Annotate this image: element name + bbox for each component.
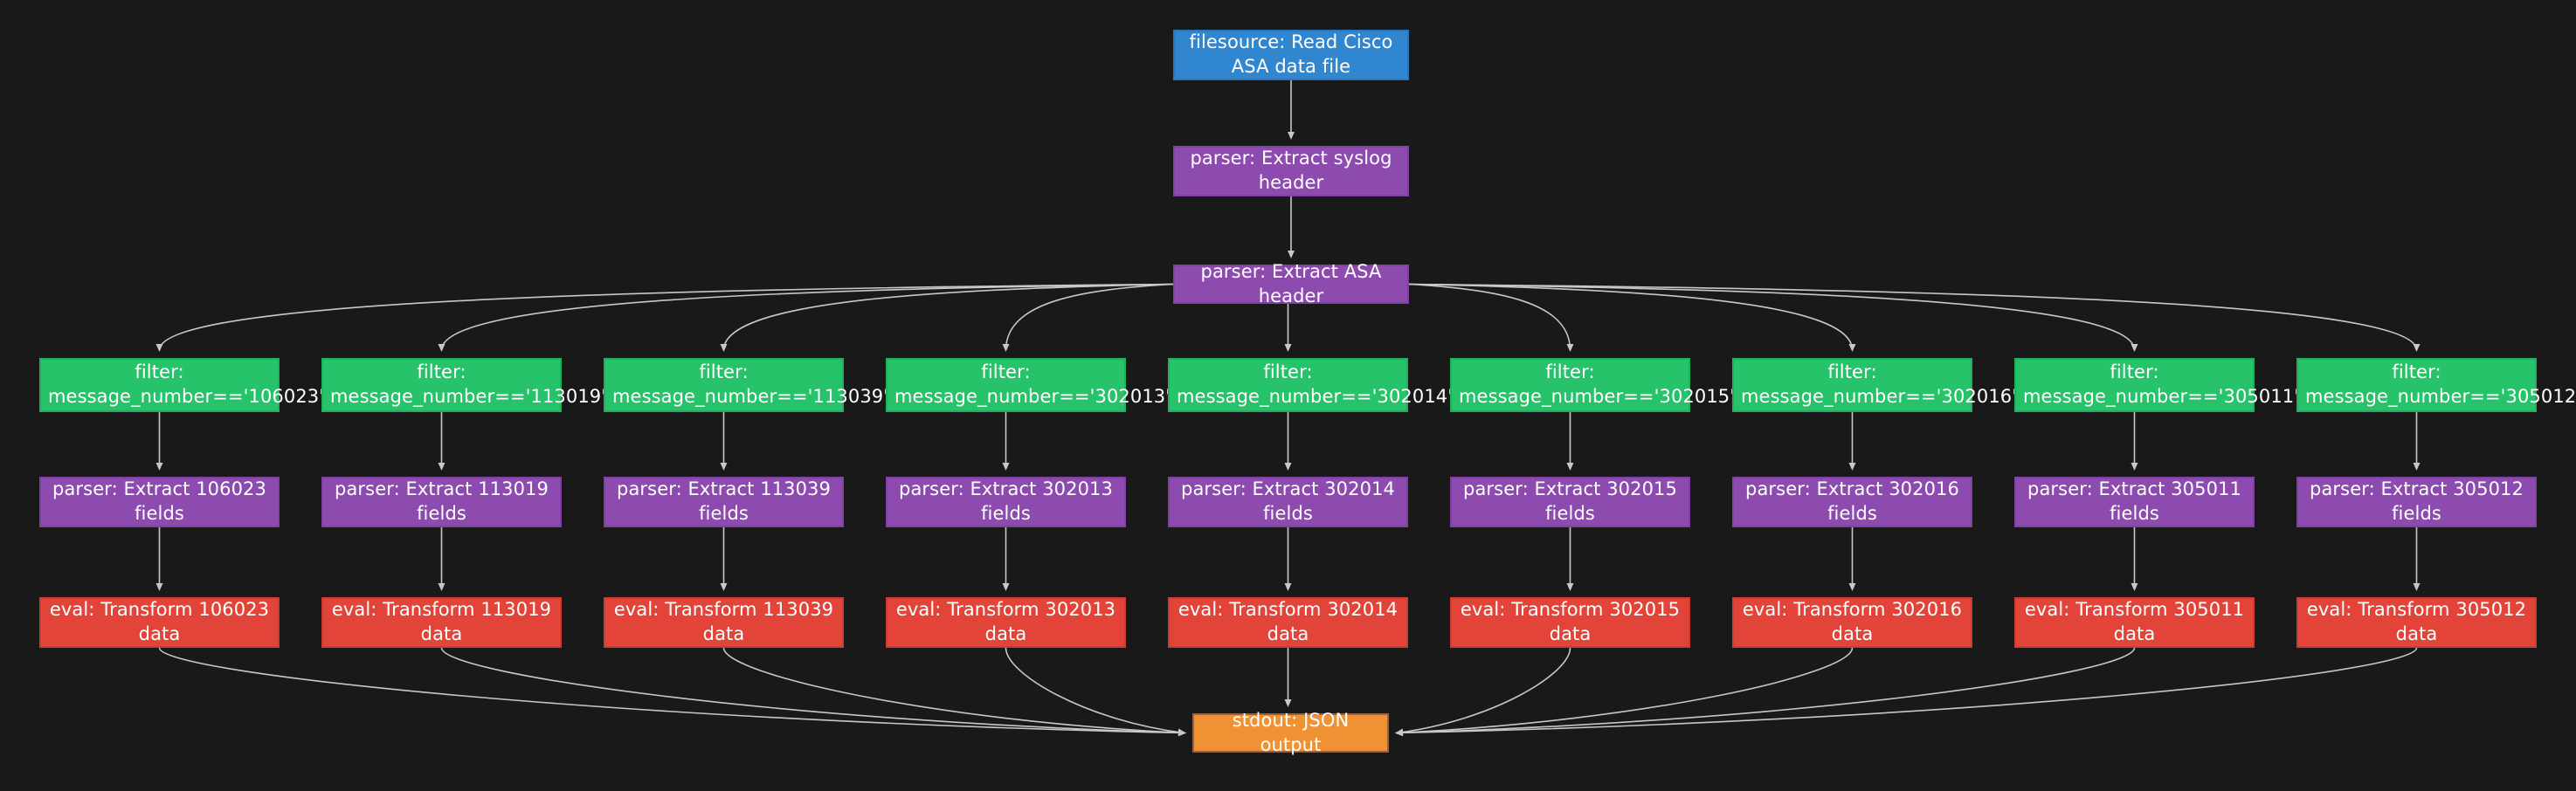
edge-asa-to-filter-302015 xyxy=(1408,283,1574,352)
node-eval-302016[interactable]: eval: Transform 302016 data xyxy=(1732,597,1972,648)
node-filter-113019[interactable]: filter: message_number=='113019' xyxy=(321,358,607,412)
node-parser-113019[interactable]: parser: Extract 113019 fields xyxy=(321,477,562,527)
node-label: eval: Transform 113039 data xyxy=(613,599,834,644)
node-parser-302016[interactable]: parser: Extract 302016 fields xyxy=(1732,477,1972,527)
node-filter-305012[interactable]: filter: message_number=='305012' xyxy=(2296,358,2576,412)
node-label: eval: Transform 302015 data xyxy=(1460,599,1681,644)
node-stdout-json-output[interactable]: stdout: JSON output xyxy=(1192,710,1389,755)
node-label: eval: Transform 305012 data xyxy=(2306,599,2527,644)
node-filter-302016[interactable]: filter: message_number=='302016' xyxy=(1732,358,2018,412)
node-eval-302014[interactable]: eval: Transform 302014 data xyxy=(1168,597,1408,648)
node-filter-302013[interactable]: filter: message_number=='302013' xyxy=(886,358,1171,412)
node-label: parser: Extract 302013 fields xyxy=(899,478,1113,524)
node-parser-305011[interactable]: parser: Extract 305011 fields xyxy=(2014,477,2255,527)
node-label: filter: message_number=='305012' xyxy=(2305,361,2576,407)
node-parser-302014[interactable]: parser: Extract 302014 fields xyxy=(1168,477,1408,527)
edge-eval-to-stdout-302016 xyxy=(1395,647,1854,737)
edge-asa-to-filter-302013 xyxy=(1002,283,1174,352)
node-label: stdout: JSON output xyxy=(1232,709,1350,755)
node-label: filter: message_number=='106023' xyxy=(48,361,325,407)
node-label: parser: Extract 113019 fields xyxy=(335,478,549,524)
node-parser-asa-header[interactable]: parser: Extract ASA header xyxy=(1173,261,1409,306)
node-parser-106023[interactable]: parser: Extract 106023 fields xyxy=(39,477,280,527)
node-label: parser: Extract ASA header xyxy=(1200,260,1382,306)
edge-eval-to-stdout-113019 xyxy=(440,647,1186,737)
node-eval-302015[interactable]: eval: Transform 302015 data xyxy=(1450,597,1690,648)
node-label: parser: Extract 302016 fields xyxy=(1745,478,1959,524)
edge-eval-to-stdout-113039 xyxy=(722,647,1186,737)
node-label: filter: message_number=='113019' xyxy=(330,361,607,407)
node-filter-113039[interactable]: filter: message_number=='113039' xyxy=(604,358,889,412)
node-eval-113039[interactable]: eval: Transform 113039 data xyxy=(604,597,844,648)
node-label: filter: message_number=='302015' xyxy=(1459,361,1736,407)
edge-asa-to-filter-302016 xyxy=(1408,283,1856,352)
node-label: parser: Extract 113039 fields xyxy=(617,478,831,524)
node-eval-106023[interactable]: eval: Transform 106023 data xyxy=(39,597,280,648)
edge-asa-to-filter-113039 xyxy=(720,283,1174,352)
node-filter-106023[interactable]: filter: message_number=='106023' xyxy=(39,358,325,412)
node-label: parser: Extract 302014 fields xyxy=(1181,478,1395,524)
edge-asa-to-filter-305012 xyxy=(1408,283,2421,352)
edge-eval-to-stdout-106023 xyxy=(158,647,1186,737)
edge-asa-to-filter-305011 xyxy=(1408,283,2138,352)
node-label: parser: Extract 106023 fields xyxy=(52,478,266,524)
edge-eval-to-stdout-302015 xyxy=(1395,647,1571,736)
edge-asa-to-filter-106023 xyxy=(155,283,1174,352)
node-label: parser: Extract 302015 fields xyxy=(1463,478,1677,524)
node-label: eval: Transform 113019 data xyxy=(331,599,552,644)
edge-eval-to-stdout-305011 xyxy=(1395,647,2136,737)
node-parser-302013[interactable]: parser: Extract 302013 fields xyxy=(886,477,1126,527)
node-label: eval: Transform 302016 data xyxy=(1742,599,1963,644)
node-eval-113019[interactable]: eval: Transform 113019 data xyxy=(321,597,562,648)
node-label: filter: message_number=='302014' xyxy=(1177,361,1454,407)
node-parser-305012[interactable]: parser: Extract 305012 fields xyxy=(2296,477,2537,527)
node-filter-302014[interactable]: filter: message_number=='302014' xyxy=(1168,358,1454,412)
node-eval-305012[interactable]: eval: Transform 305012 data xyxy=(2296,597,2537,648)
node-label: eval: Transform 302013 data xyxy=(895,599,1116,644)
node-label: eval: Transform 305011 data xyxy=(2024,599,2245,644)
node-label: parser: Extract 305012 fields xyxy=(2310,478,2524,524)
node-filter-302015[interactable]: filter: message_number=='302015' xyxy=(1450,358,1736,412)
node-filter-305011[interactable]: filter: message_number=='305011' xyxy=(2014,358,2300,412)
node-filesource[interactable]: filesource: Read Cisco ASA data file xyxy=(1173,30,1409,80)
edge-asa-to-filter-113019 xyxy=(438,283,1174,352)
node-parser-syslog-header[interactable]: parser: Extract syslog header xyxy=(1173,146,1409,196)
node-eval-305011[interactable]: eval: Transform 305011 data xyxy=(2014,597,2255,648)
node-parser-302015[interactable]: parser: Extract 302015 fields xyxy=(1450,477,1690,527)
node-label: filter: message_number=='302013' xyxy=(894,361,1171,407)
node-label: filter: message_number=='302016' xyxy=(1741,361,2018,407)
node-label: filesource: Read Cisco ASA data file xyxy=(1189,31,1393,77)
edge-eval-to-stdout-305012 xyxy=(1395,647,2418,737)
node-eval-302013[interactable]: eval: Transform 302013 data xyxy=(886,597,1126,648)
node-parser-113039[interactable]: parser: Extract 113039 fields xyxy=(604,477,844,527)
node-label: parser: Extract syslog header xyxy=(1190,148,1392,193)
node-label: eval: Transform 106023 data xyxy=(49,599,270,644)
node-label: parser: Extract 305011 fields xyxy=(2027,478,2241,524)
edge-eval-to-stdout-302013 xyxy=(1005,647,1186,736)
node-label: filter: message_number=='305011' xyxy=(2023,361,2300,407)
node-label: eval: Transform 302014 data xyxy=(1178,599,1398,644)
node-label: filter: message_number=='113039' xyxy=(612,361,889,407)
